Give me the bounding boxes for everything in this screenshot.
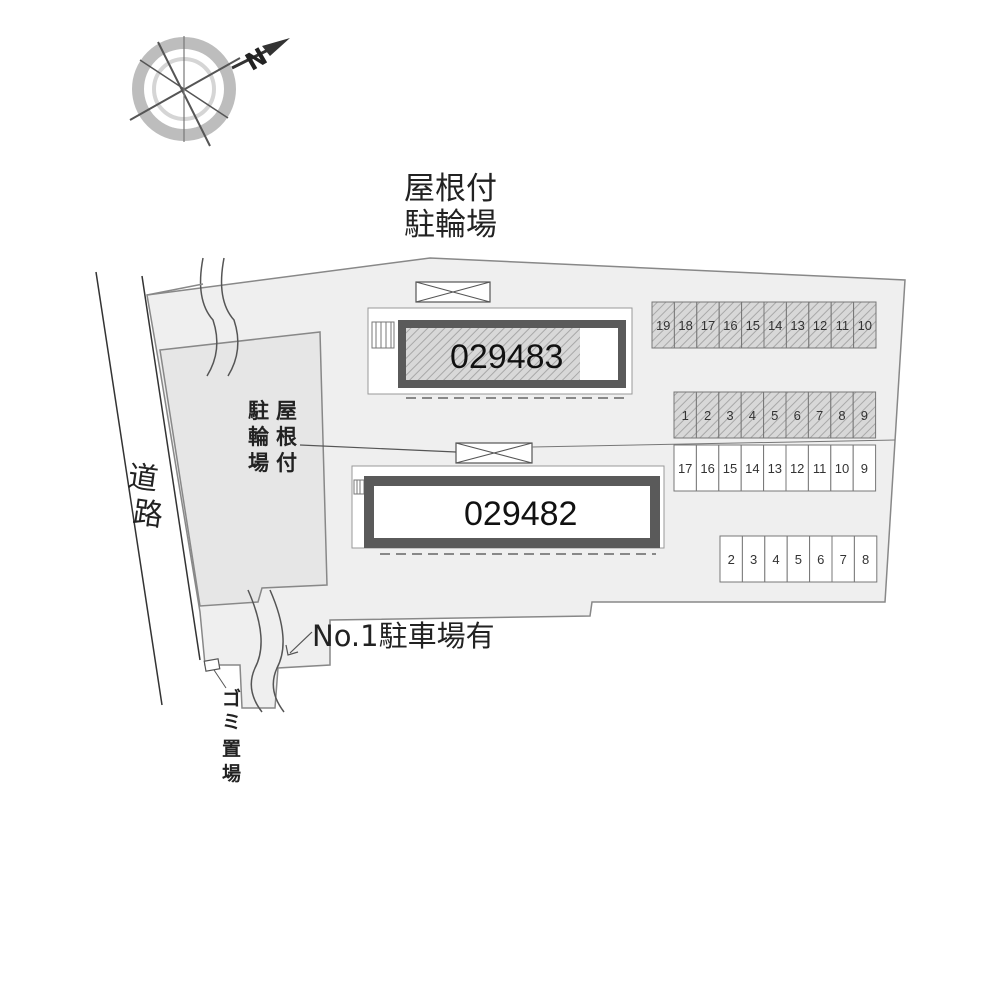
parking-slot bbox=[852, 391, 877, 439]
parking-slot-number: 12 bbox=[790, 461, 804, 476]
building-029483: 029483 bbox=[367, 307, 633, 399]
label-char: 場 bbox=[222, 763, 241, 785]
parking-slot-number: 12 bbox=[813, 318, 827, 333]
parking-slot-number: 8 bbox=[862, 552, 869, 567]
parking-slot-number: 16 bbox=[700, 461, 714, 476]
parking-slot-number: 4 bbox=[772, 552, 779, 567]
label-char: 場 bbox=[248, 451, 269, 475]
parking-slot-number: 5 bbox=[795, 552, 802, 567]
parking-slot-number: 19 bbox=[656, 318, 670, 333]
parking-slot bbox=[853, 301, 877, 349]
parking-slot bbox=[852, 444, 877, 492]
parking-slot-number: 11 bbox=[813, 461, 827, 476]
parking-slot-number: 5 bbox=[771, 408, 778, 423]
covered-bike-label-top-1: 屋根付 bbox=[404, 171, 497, 207]
parking-slot-number: 2 bbox=[704, 408, 711, 423]
left-bike-area bbox=[159, 331, 328, 607]
parking-slot-number: 17 bbox=[678, 461, 692, 476]
label-char: 置 bbox=[222, 738, 241, 760]
label-char: 輪 bbox=[248, 425, 270, 449]
parking-slot-number: 9 bbox=[861, 461, 868, 476]
label-char: ゴ bbox=[222, 687, 241, 710]
building-029482: 029482 bbox=[351, 465, 665, 555]
covered-bike-label-top-2: 駐輪場 bbox=[404, 207, 497, 243]
road-label: 道 路 bbox=[126, 459, 166, 534]
garbage-label: ゴ ミ 置 場 bbox=[222, 687, 241, 785]
parking-slot-number: 2 bbox=[728, 552, 735, 567]
parking-slot-number: 3 bbox=[726, 408, 733, 423]
parking-note-label: No.1駐車場有 bbox=[312, 619, 495, 653]
label-char: 根 bbox=[276, 425, 297, 449]
parking-slot-number: 14 bbox=[768, 318, 782, 333]
parking-slot-number: 10 bbox=[835, 461, 849, 476]
label-char: ミ bbox=[222, 711, 241, 733]
parking-slot-number: 3 bbox=[750, 552, 757, 567]
parking-slot-number: 18 bbox=[678, 318, 692, 333]
label-char: 道 bbox=[126, 459, 161, 498]
parking-slot-number: 11 bbox=[836, 318, 850, 333]
garbage-spot-icon bbox=[203, 658, 221, 672]
parking-slot-number: 15 bbox=[723, 461, 737, 476]
parking-slot-number: 13 bbox=[768, 461, 782, 476]
parking-row-mid-plain: 17 16 15 14 13 12 11 10 9 bbox=[673, 444, 877, 492]
parking-row-top: 19 18 17 16 15 14 13 12 11 10 bbox=[651, 301, 877, 349]
parking-slot-number: 17 bbox=[701, 318, 715, 333]
parking-slot-number: 1 bbox=[682, 408, 689, 423]
building-label: 029482 bbox=[464, 495, 577, 533]
parking-slot-number: 10 bbox=[858, 318, 872, 333]
building-label: 029483 bbox=[450, 338, 563, 376]
parking-slot-number: 13 bbox=[790, 318, 804, 333]
parking-slot-number: 4 bbox=[749, 408, 756, 423]
parking-slot-number: 9 bbox=[861, 408, 868, 423]
parking-slot bbox=[853, 535, 878, 583]
label-char: 屋 bbox=[276, 399, 297, 423]
parking-slot-number: 7 bbox=[816, 408, 823, 423]
label-char: 付 bbox=[276, 451, 297, 475]
parking-slot-number: 8 bbox=[838, 408, 845, 423]
parking-slot-number: 16 bbox=[723, 318, 737, 333]
parking-slot-number: 6 bbox=[817, 552, 824, 567]
compass-icon: N bbox=[129, 36, 290, 147]
covered-bike-label-left: 駐 輪 場 屋 根 付 bbox=[248, 399, 297, 475]
parking-slot-number: 6 bbox=[794, 408, 801, 423]
parking-slot-number: 15 bbox=[746, 318, 760, 333]
label-char: 駐 bbox=[248, 399, 269, 423]
label-char: 路 bbox=[131, 495, 166, 534]
parking-slot-number: 14 bbox=[745, 461, 759, 476]
parking-slot-number: 7 bbox=[840, 552, 847, 567]
